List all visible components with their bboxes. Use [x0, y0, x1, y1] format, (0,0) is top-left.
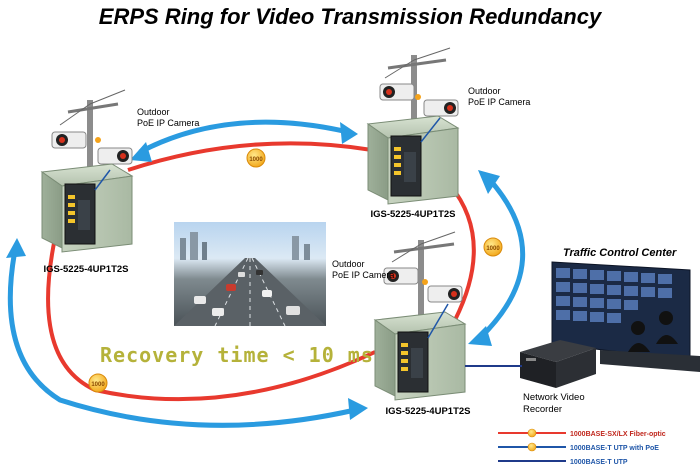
nvr-label-line1: Network Video: [523, 392, 585, 403]
fiber-ring-right: [448, 183, 476, 321]
switch-device-bottom: [397, 303, 449, 393]
camera-left-a: [51, 131, 101, 149]
link-badge-right: 1000: [483, 237, 503, 257]
ring-arrow-right-head-bottom: [468, 326, 492, 346]
legend-fiber: 1000BASE-SX/LX Fiber-optic: [498, 428, 666, 438]
camera-top-b: [423, 99, 459, 117]
camera-bottom-a: [383, 267, 428, 285]
legend-utp: 1000BASE-T UTP: [498, 459, 628, 466]
ring-arrow-left-head-bottom: [348, 398, 368, 420]
ring-arrow-top-head-right: [340, 122, 358, 144]
highway-photo: [174, 222, 326, 327]
pole-left: [59, 89, 126, 180]
link-badge-top: 1000: [246, 148, 266, 168]
switch-device-top: [390, 117, 441, 197]
cabinet-top: [366, 115, 460, 205]
cabinet-left: [40, 163, 134, 253]
link-badge-bottom-label: 1000: [91, 382, 105, 388]
camera-label-left-line1: Outdoor: [137, 107, 170, 117]
camera-label-bottom-line1: Outdoor: [332, 259, 365, 269]
camera-label-left-line2: PoE IP Camera: [137, 118, 199, 128]
camera-bottom-b: [427, 285, 463, 303]
camera-label-top-line1: Outdoor: [468, 86, 501, 96]
fiber-ring-bottom: [46, 237, 376, 402]
nvr-device: [520, 340, 596, 388]
link-badge-top-label: 1000: [249, 157, 263, 163]
ring-arrow-top-head-left: [130, 142, 152, 162]
ring-arrow-left-head-top: [6, 238, 26, 258]
nvr-label-line2: Recorder: [523, 404, 562, 415]
page-title: ERPS Ring for Video Transmission Redunda…: [99, 4, 603, 29]
camera-label-bottom-line2: PoE IP Camera: [332, 270, 394, 280]
legend-utp-label: 1000BASE-T UTP: [570, 459, 628, 466]
cabinet-bottom: [373, 303, 467, 401]
recovery-time-text: Recovery time < 10 ms: [100, 343, 374, 367]
ring-arrow-right: [478, 178, 526, 340]
link-badge-right-label: 1000: [486, 246, 500, 252]
legend-utp-poe-label: 1000BASE-T UTP with PoE: [570, 445, 659, 452]
ring-arrow-top: [138, 119, 349, 155]
link-badge-bottom: 1000: [88, 373, 108, 393]
camera-top-a: [379, 83, 421, 101]
switch-label-top: IGS-5225-4UP1T2S: [370, 209, 455, 220]
pole-bottom: [391, 231, 456, 322]
legend: 1000BASE-SX/LX Fiber-optic 1000BASE-T UT…: [498, 428, 666, 466]
camera-label-top-line2: PoE IP Camera: [468, 97, 530, 107]
ring-arrow-right-head-top: [478, 170, 500, 194]
fiber-ring-top: [127, 141, 373, 172]
switch-label-left: IGS-5225-4UP1T2S: [43, 264, 128, 275]
operator-desk: [600, 311, 700, 372]
traffic-center-title: Traffic Control Center: [563, 247, 677, 259]
ring-arrow-left: [7, 249, 356, 428]
legend-fiber-label: 1000BASE-SX/LX Fiber-optic: [570, 431, 666, 438]
switch-label-bottom: IGS-5225-4UP1T2S: [385, 406, 470, 417]
legend-utp-poe: 1000BASE-T UTP with PoE: [498, 442, 659, 452]
switch-device-left: [64, 169, 111, 245]
camera-left-b: [97, 147, 133, 165]
